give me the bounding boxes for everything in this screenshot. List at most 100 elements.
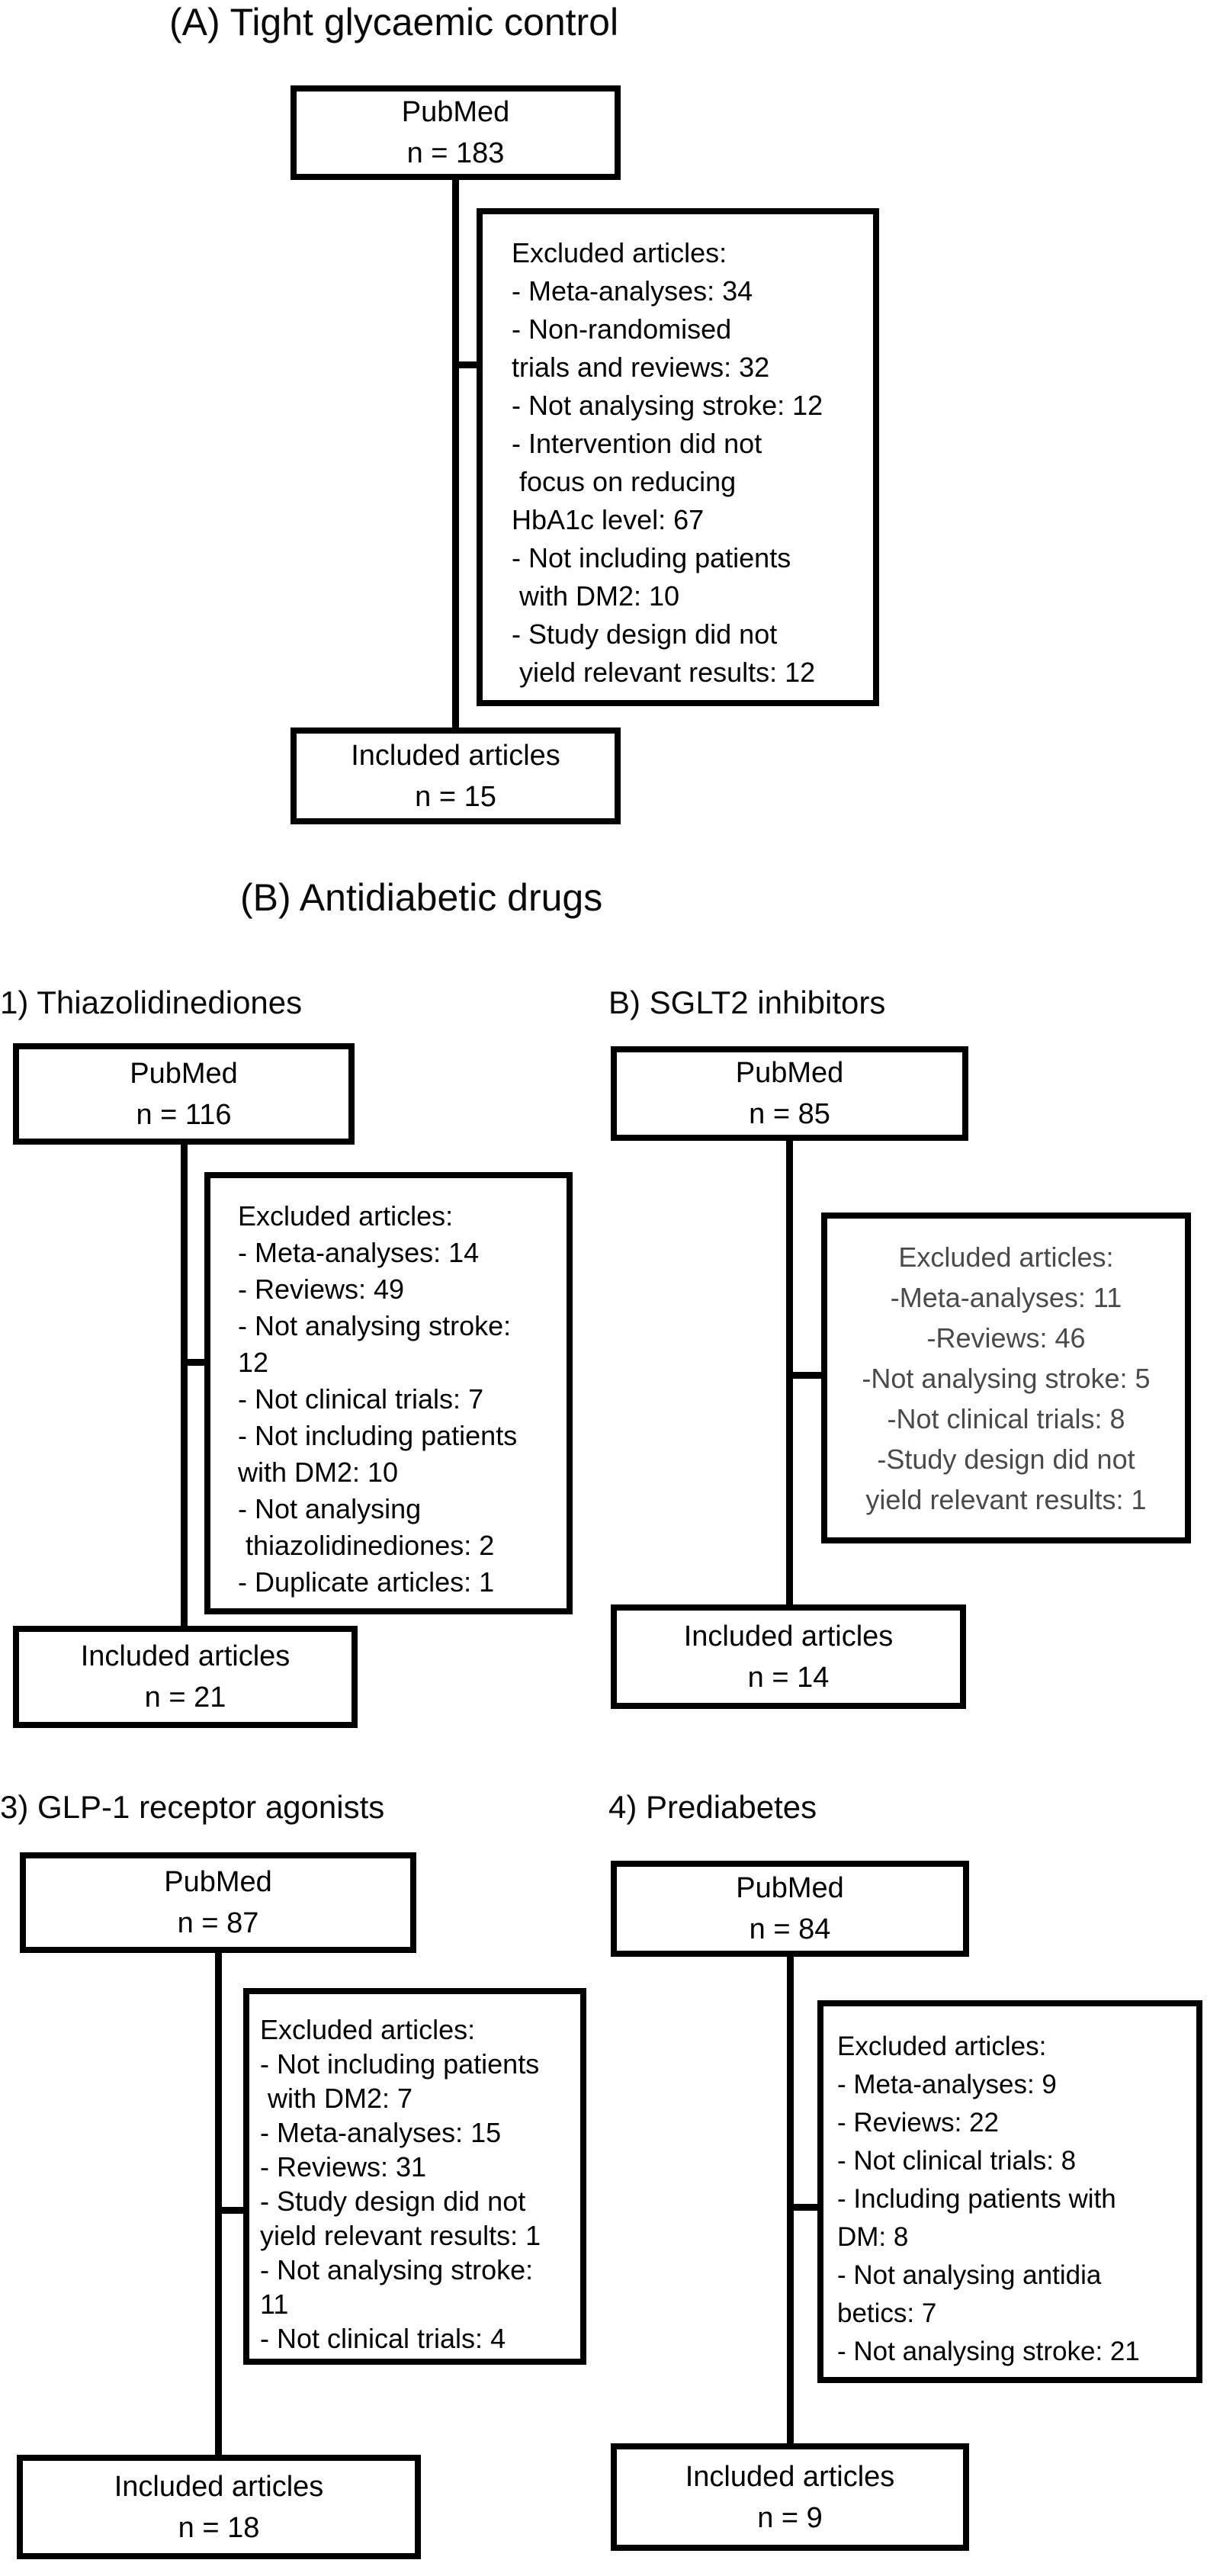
excluded-line: - Not analysing stroke: 12 — [512, 390, 823, 421]
included-count: n = 14 — [747, 1661, 830, 1694]
excluded-line: - Reviews: 49 — [238, 1274, 405, 1305]
excluded-line: thiazolidinediones: 2 — [238, 1530, 495, 1561]
pubmed-count: n = 84 — [749, 1913, 831, 1945]
connector-tick-glp1 — [220, 2207, 246, 2214]
included-box-thiazolidinediones: Included articles n = 21 — [13, 1626, 358, 1728]
excluded-box-sglt2: Excluded articles: -Meta-analyses: 11 -Rev… — [821, 1213, 1191, 1543]
pubmed-box-glp1: PubMed n = 87 — [20, 1852, 416, 1953]
excluded-line: -Reviews: 46 — [926, 1322, 1086, 1354]
excluded-line: focus on reducing — [512, 466, 737, 497]
pubmed-box-prediabetes: PubMed n = 84 — [611, 1861, 969, 1957]
connector-tick-prediabetes — [791, 2204, 820, 2211]
subpanel-glp1-label: 3) GLP-1 receptor agonists — [0, 1789, 385, 1825]
excluded-line: Excluded articles: — [238, 1200, 454, 1232]
excluded-line: - Not including patients — [260, 2048, 540, 2080]
excluded-line: yield relevant results: 1 — [260, 2220, 541, 2251]
excluded-line: - Meta-analyses: 14 — [238, 1237, 480, 1268]
excluded-line: with DM2: 7 — [260, 2083, 413, 2114]
excluded-line: - Not clinical trials: 4 — [260, 2323, 506, 2354]
connector-tick-thiazolidinediones — [185, 1359, 208, 1366]
excluded-line: - Intervention did not — [512, 428, 762, 459]
connector-line-a — [452, 177, 459, 731]
connector-tick-a — [455, 361, 481, 368]
excluded-line: -Not analysing stroke: 5 — [862, 1362, 1151, 1394]
excluded-line: - Not analysing stroke: — [260, 2254, 534, 2285]
connector-line-glp1 — [215, 1951, 222, 2458]
excluded-line: Excluded articles: — [512, 237, 727, 268]
excluded-line: - Study design did not — [260, 2186, 526, 2217]
excluded-line: - Not clinical trials: 8 — [837, 2146, 1077, 2176]
excluded-line: - Meta-analyses: 9 — [837, 2070, 1057, 2099]
included-count: n = 9 — [757, 2501, 823, 2534]
excluded-line: -Meta-analyses: 11 — [890, 1281, 1122, 1313]
excluded-line: with DM2: 10 — [238, 1457, 399, 1488]
pubmed-count: n = 87 — [177, 1907, 259, 1939]
excluded-line: 11 — [260, 2289, 289, 2320]
pubmed-box-a: PubMed n = 183 — [291, 85, 621, 180]
excluded-line: Excluded articles: — [898, 1241, 1114, 1273]
excluded-line: yield relevant results: 1 — [865, 1483, 1147, 1515]
excluded-line: - Reviews: 31 — [260, 2151, 427, 2183]
excluded-line: - Not analysing antidia — [837, 2260, 1102, 2290]
included-box-sglt2: Included articles n = 14 — [611, 1604, 966, 1709]
connector-line-prediabetes — [787, 1954, 794, 2446]
excluded-line: - Not analysing — [238, 1493, 422, 1524]
pubmed-count: n = 183 — [406, 137, 505, 169]
excluded-line: - Not including patients — [238, 1420, 518, 1451]
excluded-line: - Not analysing stroke: — [238, 1310, 512, 1341]
pubmed-count: n = 116 — [136, 1098, 232, 1131]
excluded-line: - Not analysing stroke: 21 — [837, 2337, 1140, 2366]
pubmed-label: PubMed — [735, 1057, 844, 1089]
included-label: Included articles — [114, 2470, 324, 2503]
excluded-line: - Study design did not — [512, 618, 778, 650]
included-label: Included articles — [351, 739, 560, 772]
connector-line-sglt2 — [786, 1138, 793, 1608]
excluded-line: - Meta-analyses: 34 — [512, 275, 753, 307]
pubmed-box-sglt2: PubMed n = 85 — [611, 1046, 968, 1141]
excluded-line: - Including patients with — [837, 2184, 1116, 2214]
included-box-a: Included articles n = 15 — [291, 728, 621, 824]
subpanel-sglt2-label: B) SGLT2 inhibitors — [608, 984, 886, 1020]
excluded-line: Excluded articles: — [260, 2014, 476, 2045]
excluded-line: - Reviews: 22 — [837, 2108, 1000, 2138]
included-label: Included articles — [685, 2460, 895, 2493]
excluded-box-glp1: Excluded articles:- Not including patien… — [243, 1988, 586, 2365]
excluded-line: DM: 8 — [837, 2222, 909, 2252]
excluded-box-prediabetes: Excluded articles: - Meta-analyses: 9 - Re… — [817, 2000, 1202, 2383]
included-label: Included articles — [683, 1620, 894, 1653]
excluded-line: - Non-randomised — [512, 313, 732, 345]
included-count: n = 21 — [144, 1681, 226, 1714]
subpanel-1-label: 1) Thiazolidinediones — [0, 984, 303, 1020]
excluded-line: - Duplicate articles: 1 — [238, 1566, 495, 1598]
excluded-line: -Study design did not — [877, 1443, 1135, 1475]
pubmed-label: PubMed — [130, 1057, 238, 1090]
excluded-box-a: Excluded articles: - Meta-analyses: 34 - N… — [477, 208, 879, 706]
pubmed-label: PubMed — [401, 96, 510, 128]
pubmed-box-thiazolidinediones: PubMed n = 116 — [13, 1043, 355, 1145]
section-b-title: (B) Antidiabetic drugs — [240, 876, 603, 919]
included-box-glp1: Included articles n = 18 — [17, 2455, 421, 2559]
included-label: Included articles — [80, 1640, 291, 1672]
excluded-line: - Meta-analyses: 15 — [260, 2117, 502, 2148]
excluded-line: -Not clinical trials: 8 — [887, 1402, 1125, 1434]
subpanel-prediabetes-label: 4) Prediabetes — [608, 1789, 817, 1825]
connector-line-thiazolidinediones — [181, 1142, 188, 1629]
excluded-line: 12 — [238, 1347, 269, 1378]
excluded-line: Excluded articles: — [837, 2032, 1047, 2061]
included-box-prediabetes: Included articles n = 9 — [611, 2443, 969, 2551]
included-count: n = 15 — [415, 780, 496, 813]
pubmed-label: PubMed — [736, 1872, 844, 1904]
pubmed-label: PubMed — [164, 1866, 272, 1898]
excluded-box-thiazolidinediones: Excluded articles: - Meta-analyses: 14 - R… — [204, 1172, 573, 1614]
section-a-title: (A) Tight glycaemic control — [169, 1, 619, 43]
excluded-line: betics: 7 — [837, 2298, 937, 2328]
excluded-line: HbA1c level: 67 — [512, 504, 705, 535]
excluded-line: - Not clinical trials: 7 — [238, 1383, 484, 1415]
excluded-line: trials and reviews: 32 — [512, 352, 770, 383]
excluded-line: yield relevant results: 12 — [512, 657, 816, 688]
included-count: n = 18 — [178, 2511, 260, 2544]
connector-tick-sglt2 — [791, 1372, 824, 1379]
excluded-line: - Not including patients — [512, 542, 791, 573]
excluded-line: with DM2: 10 — [512, 580, 680, 612]
